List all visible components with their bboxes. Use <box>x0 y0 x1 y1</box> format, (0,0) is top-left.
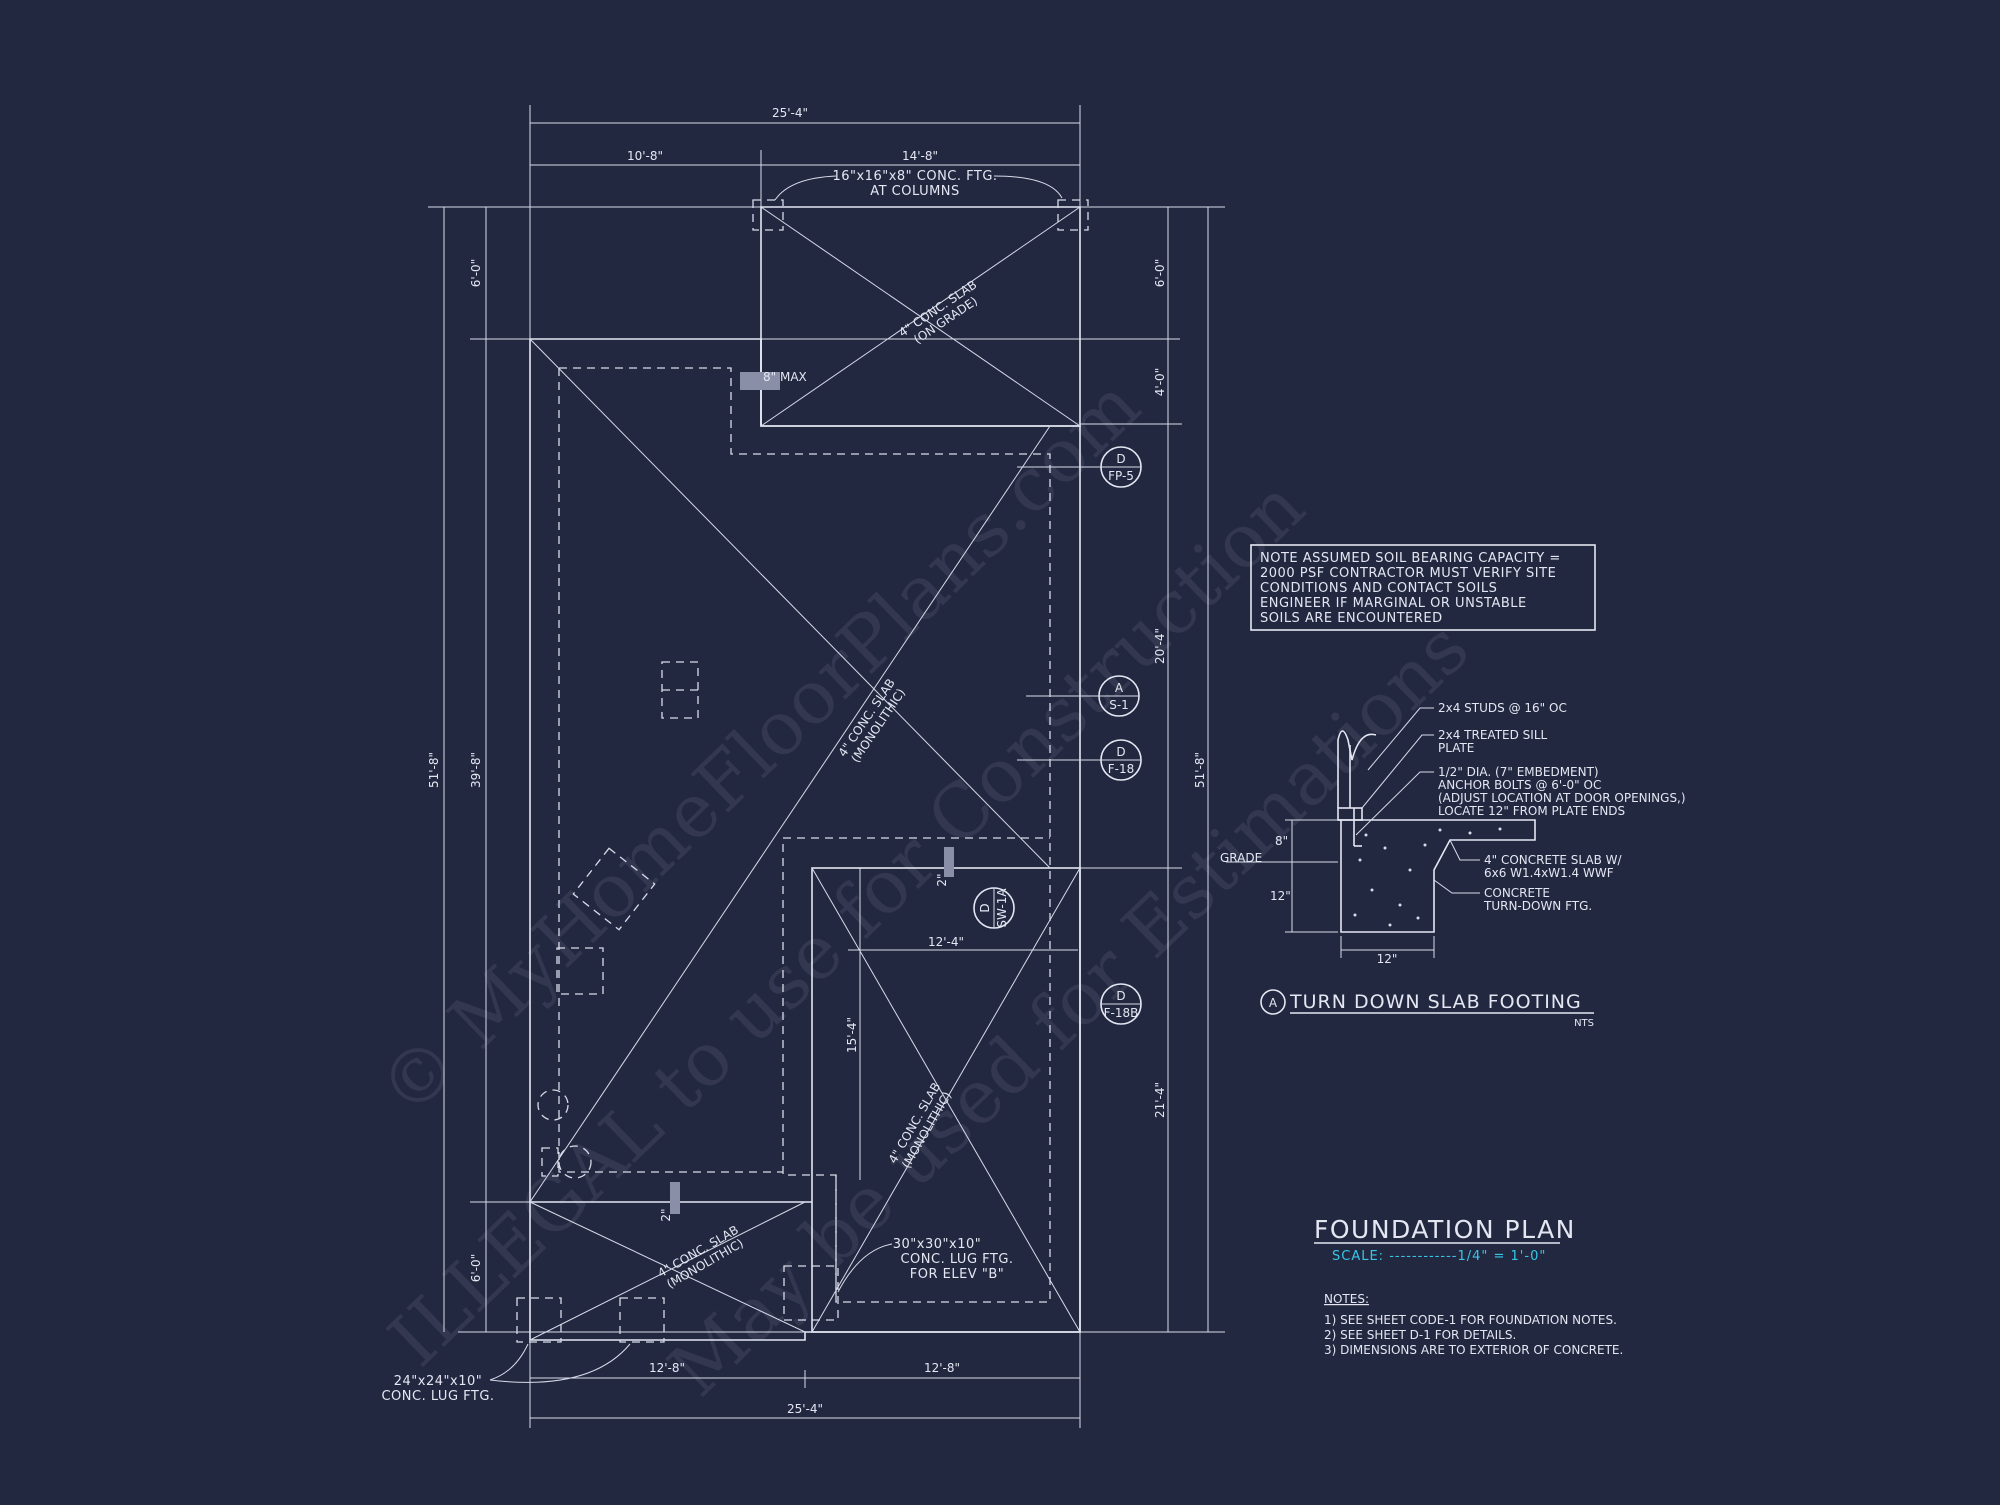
lug-footing-24-a <box>516 1297 562 1343</box>
dimension-lines <box>443 122 1209 1419</box>
detail-anchor-4: LOCATE 12" FROM PLATE ENDS <box>1438 804 1625 818</box>
soil-note-line-5: SOILS ARE ENCOUNTERED <box>1260 611 1443 626</box>
detail-marker: A <box>1269 996 1278 1010</box>
soil-note-line-4: ENGINEER IF MARGINAL OR UNSTABLE <box>1260 596 1527 611</box>
dim-bottom-left: 12'-8" <box>649 1361 685 1375</box>
lug-footing-30 <box>783 1265 839 1321</box>
column-footing-callout-2: AT COLUMNS <box>870 184 960 199</box>
max-step-callout: 8" MAX <box>763 370 807 384</box>
drain-fixture <box>537 1089 569 1121</box>
dim-left-bottom: 6'-0" <box>469 1254 483 1282</box>
slab-diagonals <box>529 206 1081 1341</box>
dim-right-2: 4'-0" <box>1153 368 1167 396</box>
detail-dim-8: 8" <box>1275 834 1288 848</box>
detail-dim-12-horizontal: 12" <box>1377 952 1398 966</box>
soil-note-line-2: 2000 PSF CONTRACTOR MUST VERIFY SITE <box>1260 566 1556 581</box>
section-tag-fp5-top: D <box>1116 452 1125 466</box>
dim-top-overall: 25'-4" <box>772 106 808 120</box>
section-tag-s1-top: A <box>1115 681 1124 695</box>
section-tag-f18b-top: D <box>1116 989 1125 1003</box>
detail-title: TURN DOWN SLAB FOOTING <box>1289 991 1582 1013</box>
note-1: 1) SEE SHEET CODE-1 FOR FOUNDATION NOTES… <box>1324 1313 1617 1327</box>
lug-30-callout-1: 30"x30"x10" <box>893 1237 981 1252</box>
dim-step-2: 2" <box>659 1208 673 1221</box>
notes-heading: NOTES: <box>1324 1292 1369 1306</box>
detail-ftg-1: CONCRETE <box>1484 886 1550 900</box>
section-tag-f18b-bottom: F-18B <box>1104 1006 1139 1020</box>
dim-garage-depth: 15'-4" <box>845 1017 859 1053</box>
footing-pads <box>516 199 1089 1343</box>
pier-pad-2 <box>556 947 604 995</box>
dim-left-inner: 39'-8" <box>469 752 483 788</box>
dim-bottom-right: 12'-8" <box>924 1361 960 1375</box>
lug-24-callout-2: CONC. LUG FTG. <box>381 1389 494 1404</box>
plan-title: FOUNDATION PLAN <box>1314 1215 1576 1244</box>
lug-footing-24-b <box>619 1297 665 1343</box>
detail-marker-circle <box>1260 989 1286 1015</box>
detail-studs: 2x4 STUDS @ 16" OC <box>1438 701 1567 715</box>
detail-anchor-2: ANCHOR BOLTS @ 6'-0" OC <box>1438 778 1601 792</box>
section-tag-sw1a[interactable]: D SW-1A <box>973 887 1015 929</box>
dim-right-4: 21'-4" <box>1153 1082 1167 1118</box>
dim-garage-width: 12'-4" <box>928 935 964 949</box>
soil-note-line-1: NOTE ASSUMED SOIL BEARING CAPACITY = <box>1260 551 1561 566</box>
dim-top-left: 10'-8" <box>627 149 663 163</box>
detail-scale: NTS <box>1574 1018 1594 1029</box>
dim-left-top: 6'-0" <box>469 259 483 287</box>
section-tag-s1-bottom: S-1 <box>1109 698 1129 712</box>
pier-pad-rotated <box>572 847 656 931</box>
step-hatches <box>670 372 954 1214</box>
soil-note-line-3: CONDITIONS AND CONTACT SOILS <box>1260 581 1497 596</box>
section-tag-fp5-bottom: FP-5 <box>1108 469 1134 483</box>
section-tag-f18-top: D <box>1116 745 1125 759</box>
section-tag-f18[interactable]: D F-18 <box>1017 739 1142 781</box>
concrete-aggregate <box>1353 827 1502 927</box>
detail-sill-1: 2x4 TREATED SILL <box>1438 728 1548 742</box>
soil-bearing-note: NOTE ASSUMED SOIL BEARING CAPACITY = 200… <box>1250 544 1596 631</box>
title-block: FOUNDATION PLAN SCALE: ------------1/4" … <box>1314 1215 1623 1357</box>
detail-sill-2: PLATE <box>1438 741 1474 755</box>
section-tag-f18b[interactable]: D F-18B <box>1100 983 1142 1025</box>
detail-slab-1: 4" CONCRETE SLAB W/ <box>1484 853 1622 867</box>
interior-footing-lines <box>558 367 1051 1303</box>
lug-24-callout-1: 24"x24"x10" <box>394 1374 482 1389</box>
turn-down-footing-detail: GRADE 8" 12" 12" 2x4 STUDS @ 16" OC 2x4 … <box>1220 701 1686 1029</box>
note-2: 2) SEE SHEET D-1 FOR DETAILS. <box>1324 1328 1516 1342</box>
note-3: 3) DIMENSIONS ARE TO EXTERIOR OF CONCRET… <box>1324 1343 1623 1357</box>
lug-30-callout-2: CONC. LUG FTG. <box>900 1252 1013 1267</box>
dimension-labels: 25'-4" 10'-8" 14'-8" 12'-8" 12'-8" 25'-4… <box>427 106 1207 1416</box>
detail-anchor-3: (ADJUST LOCATION AT DOOR OPENINGS,) <box>1438 791 1686 805</box>
detail-ftg-2: TURN-DOWN FTG. <box>1483 899 1592 913</box>
dim-top-right: 14'-8" <box>902 149 938 163</box>
column-footing-callout-1: 16"x16"x8" CONC. FTG. <box>832 169 997 184</box>
column-footing-right <box>1057 199 1089 231</box>
section-tag-s1[interactable]: A S-1 <box>1026 675 1140 717</box>
section-tag-sw1a-bottom: SW-1A <box>995 888 1009 928</box>
dim-right-overall: 51'-8" <box>1193 752 1207 788</box>
dim-step-1: 2" <box>935 873 949 886</box>
section-tag-fp5[interactable]: D FP-5 <box>1017 446 1142 488</box>
section-tag-f18-bottom: F-18 <box>1108 762 1135 776</box>
dim-right-1: 6'-0" <box>1153 259 1167 287</box>
water-heater-fixture <box>558 1145 592 1179</box>
section-tags: D FP-5 A S-1 D F-18 D SW-1A D F-18B <box>973 446 1142 1025</box>
section-tag-sw1a-top: D <box>978 903 992 912</box>
dim-bottom-overall: 25'-4" <box>787 1402 823 1416</box>
dim-left-overall: 51'-8" <box>427 752 441 788</box>
scale-label: SCALE: ------------1/4" = 1'-0" <box>1332 1249 1546 1264</box>
detail-anchor-1: 1/2" DIA. (7" EMBEDMENT) <box>1438 765 1599 779</box>
dim-right-3: 20'-4" <box>1153 628 1167 664</box>
lug-30-callout-3: FOR ELEV "B" <box>910 1267 1004 1282</box>
detail-grade-label: GRADE <box>1220 851 1262 865</box>
detail-slab-2: 6x6 W1.4xW1.4 WWF <box>1484 866 1614 880</box>
column-footing-left <box>752 199 784 231</box>
detail-dim-12-vertical: 12" <box>1270 889 1291 903</box>
